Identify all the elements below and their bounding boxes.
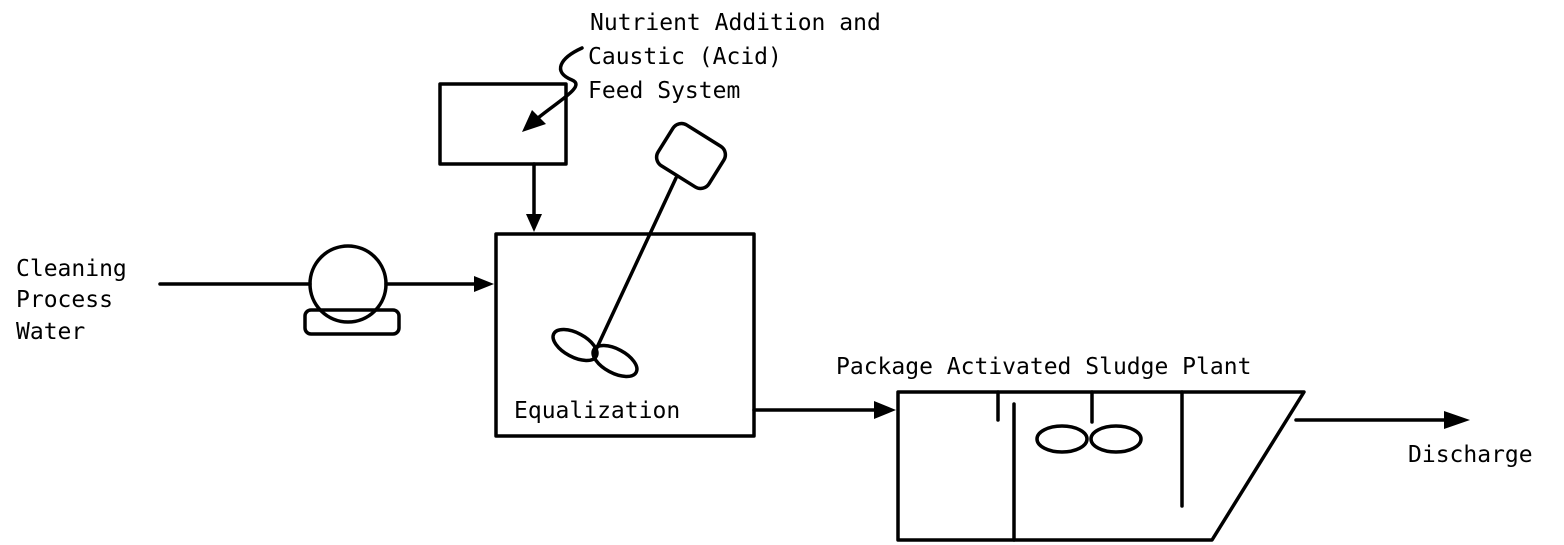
inlet-label-line1: Cleaning [16, 256, 127, 282]
pump-to-tank-arrow [384, 276, 494, 292]
feed-to-tank-arrow [526, 162, 542, 232]
pump-icon [303, 244, 401, 336]
mixer-shaft [592, 176, 678, 356]
tank-to-plant-arrow [752, 401, 896, 419]
discharge-label: Discharge [1408, 442, 1533, 468]
nutrient-label-line1: Nutrient Addition and [590, 10, 881, 36]
inlet-label-line2: Process [16, 287, 113, 313]
discharge-arrow [1294, 411, 1470, 429]
impeller-icon [551, 327, 639, 379]
nutrient-label-line2: Caustic (Acid) [588, 44, 782, 70]
package-plant-tank [896, 390, 1306, 542]
plant-aerator-icon [1035, 424, 1143, 454]
inlet-label-line3: Water [16, 319, 85, 345]
equalization-label: Equalization [514, 398, 680, 424]
feed-system-box [438, 82, 568, 166]
feed-pointer-arrow [522, 46, 584, 132]
nutrient-label-line3: Feed System [588, 78, 740, 104]
equalization-tank [494, 232, 756, 438]
plant-label: Package Activated Sludge Plant [836, 354, 1251, 380]
mixer-motor-icon [654, 121, 728, 191]
